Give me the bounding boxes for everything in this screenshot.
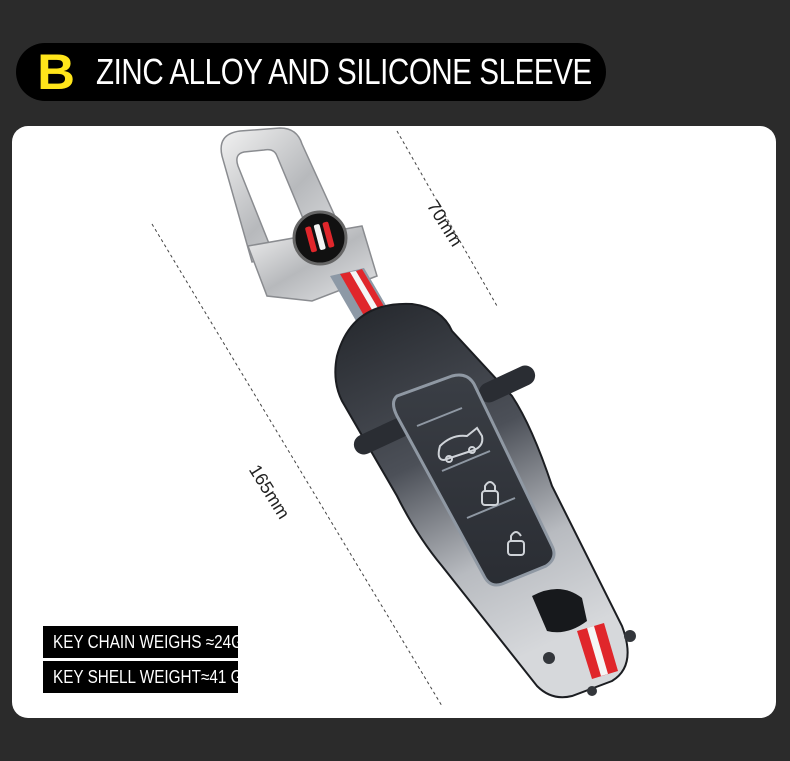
header-title: ZINC ALLOY AND SILICONE SLEEVE (96, 51, 592, 92)
key-shell (334, 302, 636, 699)
product-panel: 70mm 165mm KEY CHAIN WEIGHS ≈24G KEY SHE… (12, 126, 776, 718)
header-banner: B ZINC ALLOY AND SILICONE SLEEVE (16, 43, 606, 101)
chain-weight-text: KEY CHAIN WEIGHS ≈24G (53, 632, 244, 652)
car-trunk-icon (437, 426, 484, 463)
length-dimension-line (151, 223, 443, 707)
shell-weight-badge: KEY SHELL WEIGHT≈41 G (43, 661, 243, 693)
lock-icon (481, 481, 499, 506)
unlock-icon (507, 531, 525, 556)
chain-weight-badge: KEY CHAIN WEIGHS ≈24G (43, 626, 243, 658)
shell-weight-text: KEY SHELL WEIGHT≈41 G (53, 667, 243, 687)
product-illustration (151, 127, 636, 707)
variant-letter: B (37, 44, 76, 100)
